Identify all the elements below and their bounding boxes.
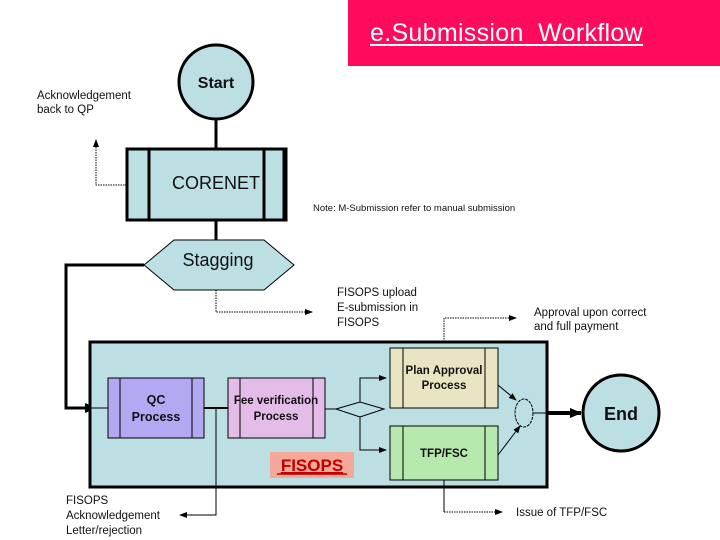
decision-diamond[interactable] [334,401,386,418]
stagging-label: Stagging [182,250,253,270]
connector-decision-plan [359,375,387,402]
corenet-node[interactable] [125,147,288,222]
connector-stagging-fisops [64,263,144,413]
end-node[interactable] [581,373,661,453]
fisops-upload-line1: FISOPS upload [337,287,417,299]
fee-verification-node[interactable] [227,377,326,439]
qc-label-line2: Process [132,410,181,424]
qc-label-line1: QC [147,393,166,407]
end-label: End [604,404,638,424]
plan-label-line1: Plan Approval [406,365,483,377]
plan-label-line2: Process [422,380,467,392]
connector-plan-merge [497,384,517,401]
start-node[interactable] [177,43,255,121]
approval-arrow [443,315,517,342]
merge-node [514,398,534,428]
fisops-group-label: FISOPS [281,456,343,475]
fisops-ack-line2: Acknowledgement [66,510,161,522]
note-text: Note: M-Submission refer to manual submi… [313,203,515,214]
approval-line2: and full payment [534,321,619,333]
page-title: e.Submission Workflow [370,19,643,47]
issue-tfp-label: Issue of TFP/FSC [516,507,607,519]
qc-process-node[interactable] [107,377,205,439]
approval-line1: Approval upon correct [534,307,647,319]
ack-qp-arrow [93,139,127,186]
plan-approval-node[interactable] [389,347,499,409]
connector-decision-tfp [359,417,387,453]
connector-tfp-merge [497,425,521,456]
start-label: Start [198,75,235,92]
fee-label-line1: Fee verification [234,395,318,407]
fisops-ack-line3: Letter/rejection [66,525,142,537]
ack-qp-line2: back to QP [37,104,94,116]
fisops-upload-line3: FISOPS [337,317,380,329]
fisops-upload-arrow [215,290,313,315]
tfp-fsc-node[interactable] [389,425,499,481]
fisops-upload-line2: E-submission in [337,302,418,314]
fee-label-line2: Process [254,411,299,423]
ack-qp-line1: Acknowledgement [37,90,132,102]
title-banner [348,0,720,66]
corenet-label: CORENET [172,173,260,193]
tfp-label: TFP/FSC [420,448,468,460]
fisops-ack-line1: FISOPS [66,495,109,507]
